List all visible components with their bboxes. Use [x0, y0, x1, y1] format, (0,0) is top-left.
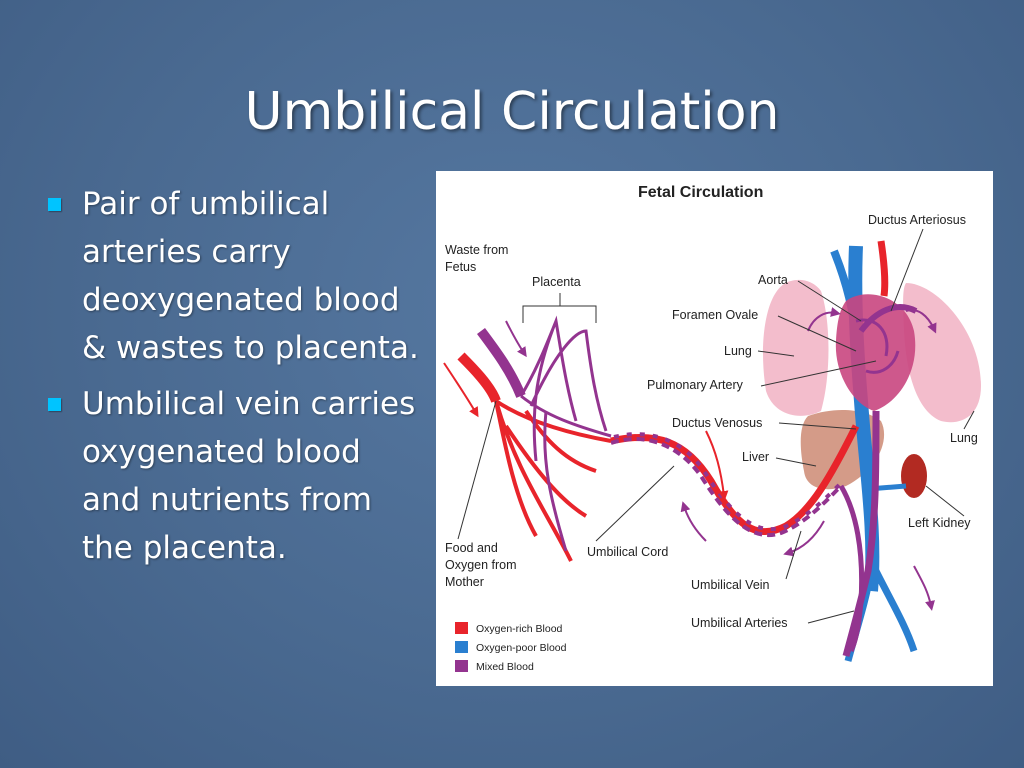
label-food-line3: Mother — [445, 575, 484, 589]
descending-aorta-vessel — [842, 410, 880, 657]
heart-shape — [835, 294, 916, 411]
bullet-umbilical-arteries: Pair of umbilical arteries carry deoxyge… — [44, 180, 424, 372]
leader-ductus-venosus — [778, 422, 857, 430]
leg-flow-arrow — [913, 565, 935, 611]
leader-umbilical-arteries — [807, 610, 855, 624]
maternal-artery-vessel — [457, 352, 501, 403]
leader-pulmonary-artery — [760, 360, 877, 387]
legend-swatch-oxygen-rich — [455, 622, 468, 634]
label-liver: Liver — [742, 450, 769, 464]
umbilical-arteries-vessel — [838, 484, 865, 653]
placenta-bracket — [522, 293, 597, 323]
diagram-canvas: Fetal Circulation Waste from Fetus Place… — [443, 184, 981, 673]
label-ductus-arteriosus: Ductus Arteriosus — [868, 213, 966, 227]
lung-flow-arrow-left — [807, 307, 841, 332]
legend-label-oxygen-rich: Oxygen-rich Blood — [476, 623, 563, 635]
legend-label-mixed: Mixed Blood — [476, 661, 534, 673]
label-lung-left: Lung — [724, 344, 752, 358]
label-umbilical-vein: Umbilical Vein — [691, 578, 770, 592]
diagram-title: Fetal Circulation — [638, 184, 763, 201]
leader-foramen-ovale — [777, 315, 857, 352]
label-ductus-venosus: Ductus Venosus — [672, 416, 762, 430]
cord-return-arrow — [680, 501, 707, 542]
leader-umbilical-vein — [785, 530, 802, 580]
legend-swatch-oxygen-poor — [455, 641, 468, 653]
artery-flow-arrow — [783, 520, 825, 557]
food-flow-arrow — [443, 362, 479, 418]
bullet-text: Umbilical vein carries oxygenated blood … — [82, 386, 416, 566]
leader-ductus-arteriosus — [890, 228, 924, 312]
bullet-list: Pair of umbilical arteries carry deoxyge… — [44, 180, 424, 580]
label-food-line1: Food and — [445, 541, 498, 555]
umbilical-cord-strand-a — [610, 437, 843, 537]
leader-lung-right — [963, 410, 975, 430]
label-foramen-ovale: Foramen Ovale — [672, 308, 758, 322]
label-waste-line1: Waste from — [445, 243, 508, 257]
bullet-square-icon — [48, 198, 61, 211]
slide-title: Umbilical Circulation — [244, 82, 780, 142]
label-umbilical-arteries: Umbilical Arteries — [691, 616, 788, 630]
legend-swatch-mixed — [455, 660, 468, 672]
heart-detail — [855, 318, 900, 374]
bullet-umbilical-vein: Umbilical vein carries oxygenated blood … — [44, 380, 424, 572]
left-lung-shape — [763, 279, 829, 416]
label-pulmonary-artery: Pulmonary Artery — [647, 378, 744, 392]
leader-liver — [775, 457, 817, 467]
waste-flow-arrow — [505, 320, 527, 358]
pulmonary-artery-vessel — [858, 304, 918, 333]
placenta-red-network — [494, 399, 612, 562]
label-left-kidney: Left Kidney — [908, 516, 971, 530]
diagram-legend: Oxygen-rich Blood Oxygen-poor Blood Mixe… — [455, 622, 567, 673]
leader-aorta — [797, 280, 862, 322]
label-placenta: Placenta — [532, 275, 581, 289]
leader-left-kidney — [925, 485, 965, 517]
label-food-line2: Oxygen from — [445, 558, 517, 572]
placenta-purple-network — [519, 315, 612, 552]
aorta-vessel — [877, 240, 889, 297]
right-lung-shape — [903, 283, 981, 423]
kidney-shape — [901, 454, 927, 498]
fetal-circulation-diagram: Fetal Circulation Waste from Fetus Place… — [436, 171, 993, 686]
label-waste-line2: Fetus — [445, 260, 476, 274]
lung-flow-arrow-right — [905, 309, 937, 334]
label-umbilical-cord: Umbilical Cord — [587, 545, 668, 559]
leader-lung-left — [757, 350, 795, 357]
label-aorta: Aorta — [758, 273, 788, 287]
vein-flow-arrow — [705, 430, 729, 501]
leader-umbilical-cord — [595, 465, 675, 542]
bullet-text: Pair of umbilical arteries carry deoxyge… — [82, 186, 419, 366]
legend-label-oxygen-poor: Oxygen-poor Blood — [476, 642, 567, 654]
label-lung-right: Lung — [950, 431, 978, 445]
leader-food — [457, 400, 497, 540]
fetal-waste-vessel — [476, 328, 526, 398]
bullet-square-icon — [48, 398, 61, 411]
